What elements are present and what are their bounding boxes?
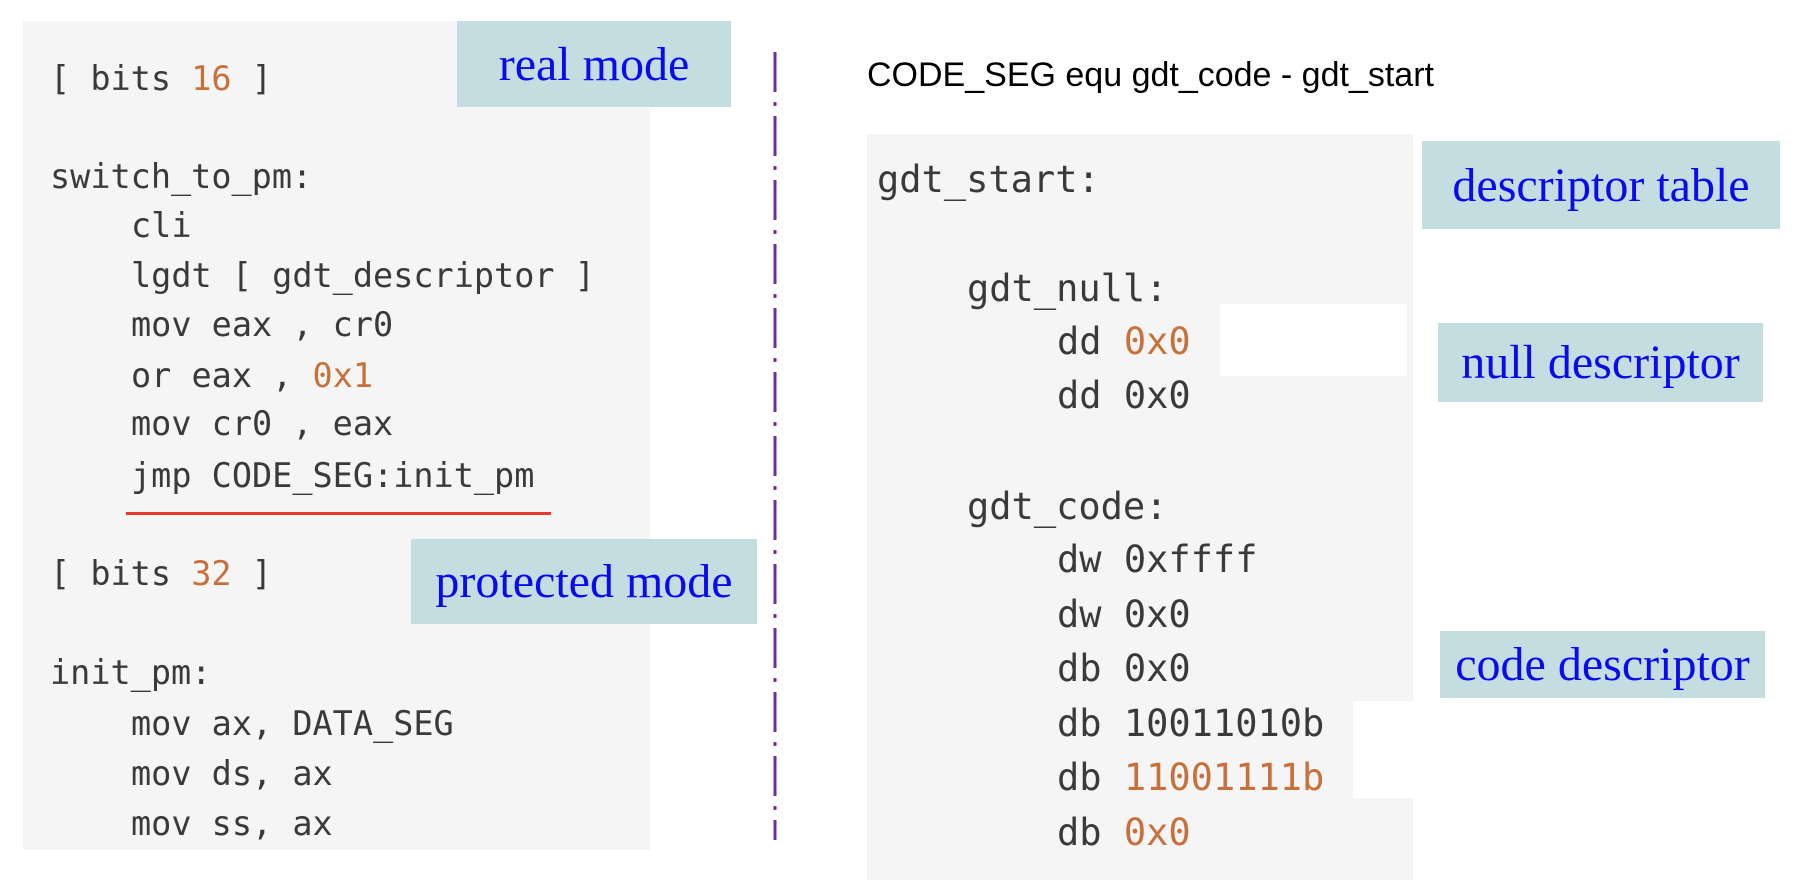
code-line: dd 0x0 [1057, 377, 1191, 414]
code-token: mov eax , cr0 [131, 305, 394, 344]
code-line: dw 0xffff [1057, 541, 1257, 578]
code-line: mov ax, DATA_SEG [131, 707, 454, 741]
code-token: dw 0xffff [1057, 538, 1258, 581]
code-token: dw 0x0 [1057, 593, 1191, 636]
code-literal: 11001111b [1123, 756, 1325, 799]
code-token: mov ss, ax [131, 804, 333, 843]
code-token: db [1057, 756, 1124, 799]
code-line: db 10011010b [1057, 705, 1324, 742]
code-line: jmp CODE_SEG:init_pm [131, 459, 534, 493]
code-token: gdt_null: [967, 267, 1168, 310]
white-patch [1220, 304, 1407, 376]
code-line: dw 0x0 [1057, 596, 1191, 633]
white-patch [1353, 701, 1413, 798]
code-literal: 32 [191, 554, 232, 593]
code-literal: 16 [191, 59, 232, 98]
code-token: or eax , [131, 356, 313, 395]
code-seg-equation: CODE_SEG equ gdt_code - gdt_start [867, 56, 1434, 94]
code-line: [ bits 32 ] [50, 557, 272, 591]
code-descriptor-label: code descriptor [1440, 631, 1765, 698]
code-token: db [1057, 811, 1124, 854]
code-token: ] [231, 59, 272, 98]
code-token: cli [131, 206, 192, 245]
null-descriptor-label: null descriptor [1438, 323, 1763, 402]
code-line: lgdt [ gdt_descriptor ] [131, 259, 595, 293]
code-line: db 11001111b [1057, 759, 1324, 796]
code-token: gdt_start: [877, 158, 1100, 201]
code-token: jmp CODE_SEG:init_pm [131, 456, 535, 495]
code-token: db 10011010b [1057, 702, 1325, 745]
code-token: switch_to_pm: [50, 157, 313, 196]
code-token: ] [231, 554, 272, 593]
code-token: gdt_code: [967, 485, 1168, 528]
code-line: mov ds, ax [131, 757, 333, 791]
code-literal: 0x1 [312, 356, 374, 395]
code-token: dd 0x0 [1057, 374, 1191, 417]
code-line: gdt_null: [967, 270, 1167, 307]
code-token: [ bits [50, 554, 192, 593]
jmp-underline [126, 512, 551, 515]
code-token: dd [1057, 320, 1124, 363]
code-line: cli [131, 209, 192, 243]
code-token: [ bits [50, 59, 192, 98]
code-line: gdt_code: [967, 488, 1167, 525]
code-line: db 0x0 [1057, 814, 1191, 851]
code-token: init_pm: [50, 653, 212, 692]
code-line: switch_to_pm: [50, 160, 312, 194]
dash-dot-divider [773, 52, 777, 840]
real-mode-code-panel [23, 21, 650, 850]
code-literal: 0x0 [1123, 811, 1191, 854]
gdt-code-panel [867, 134, 1413, 880]
code-line: dd 0x0 [1057, 323, 1191, 360]
code-token: mov ax, DATA_SEG [131, 704, 454, 743]
code-line: gdt_start: [877, 161, 1100, 198]
code-line: db 0x0 [1057, 650, 1191, 687]
code-line: init_pm: [50, 656, 211, 690]
code-line: mov cr0 , eax [131, 407, 393, 441]
code-literal: 0x0 [1123, 320, 1191, 363]
real-mode-label: real mode [457, 21, 731, 107]
code-line: mov ss, ax [131, 807, 333, 841]
code-token: lgdt [ gdt_descriptor ] [131, 256, 595, 295]
protected-mode-label: protected mode [411, 539, 757, 624]
code-line: mov eax , cr0 [131, 308, 393, 342]
code-token: mov cr0 , eax [131, 404, 394, 443]
code-line: [ bits 16 ] [50, 62, 272, 96]
descriptor-table-label: descriptor table [1422, 141, 1780, 229]
code-token: mov ds, ax [131, 754, 333, 793]
code-line: or eax , 0x1 [131, 359, 373, 393]
code-token: db 0x0 [1057, 647, 1191, 690]
